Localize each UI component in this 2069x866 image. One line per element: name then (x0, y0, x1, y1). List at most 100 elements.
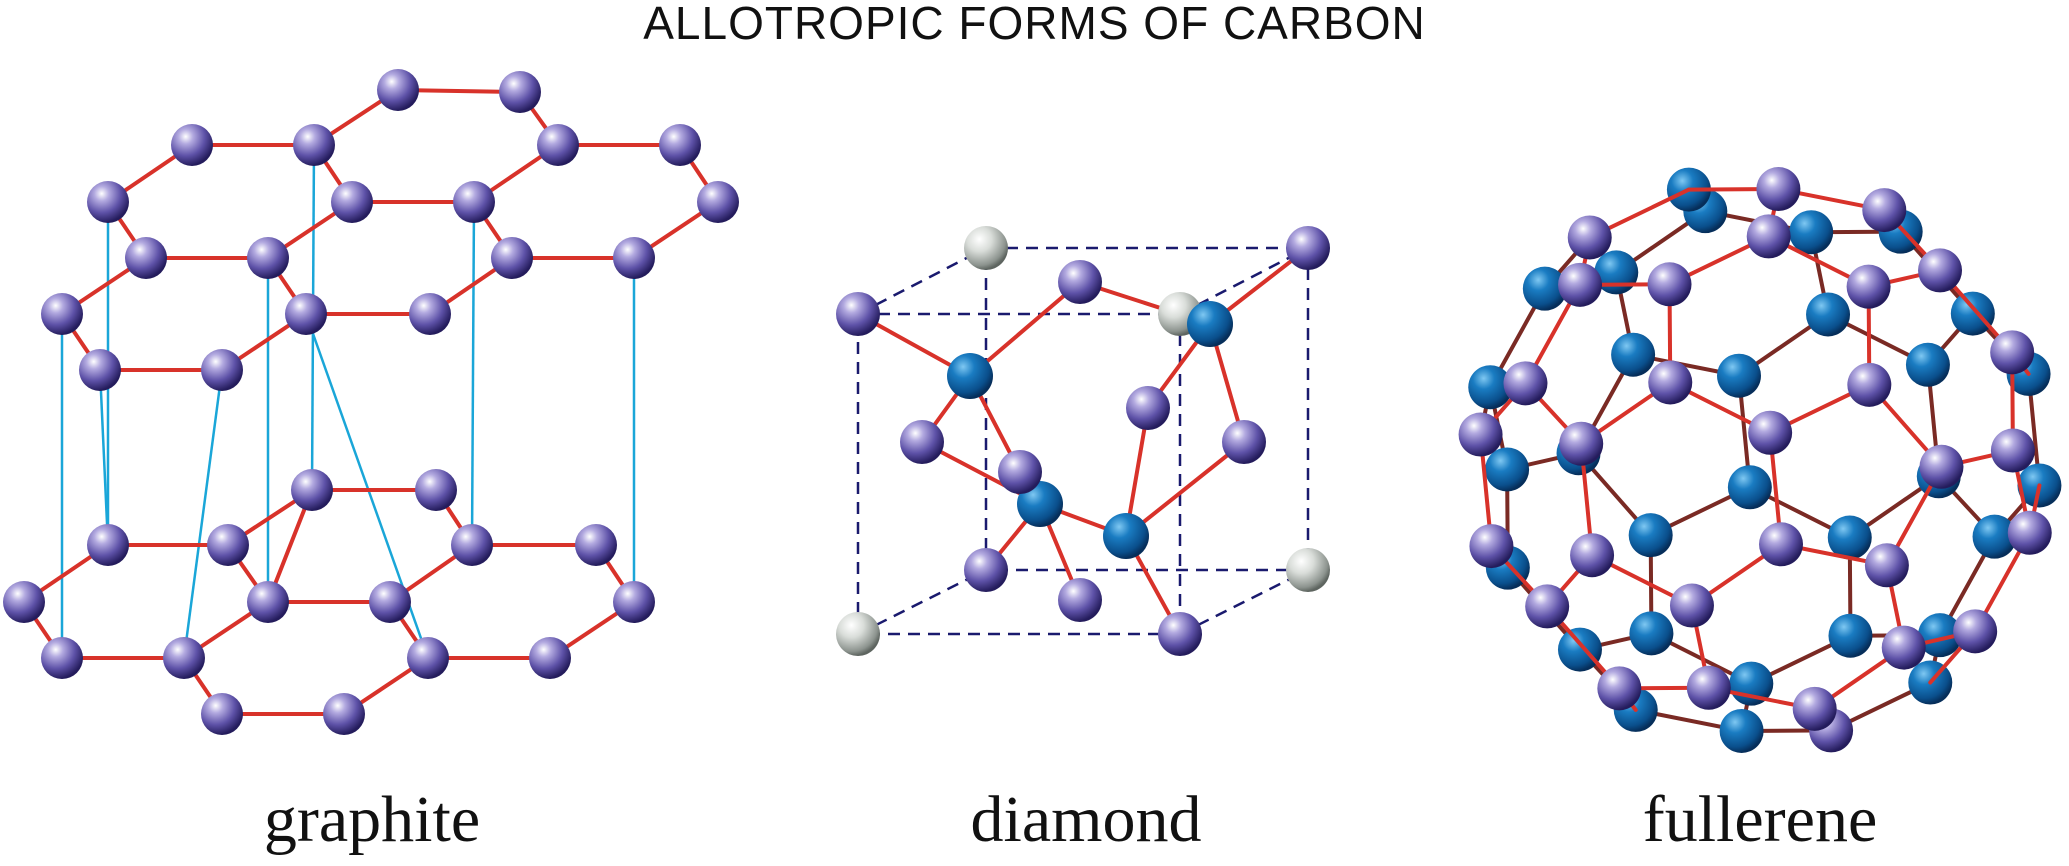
back-carbon-atom (1522, 266, 1567, 311)
carbon-atom (415, 469, 457, 511)
carbon-atom (836, 292, 880, 336)
diagram-title: ALLOTROPIC FORMS OF CARBON (643, 0, 1426, 49)
diamond-structure (836, 226, 1330, 656)
carbon-atom (285, 293, 327, 335)
carbon-atom (1686, 665, 1731, 710)
back-carbon-atom (1468, 365, 1513, 410)
back-carbon-atom (1806, 292, 1851, 337)
carbon-atom (201, 693, 243, 735)
carbon-atom (1558, 262, 1603, 307)
fullerene-caption: fullerene (1642, 783, 1878, 856)
carbon-atom (87, 524, 129, 566)
carbon-atom (451, 524, 493, 566)
carbon-atom (377, 69, 419, 111)
carbon-atom (201, 349, 243, 391)
carbon-atom (453, 181, 495, 223)
back-carbon-atom (1719, 708, 1764, 753)
carbon-atom (293, 124, 335, 166)
back-carbon-atom (1905, 342, 1950, 387)
back-carbon-atom (1557, 627, 1602, 672)
back-carbon-atom (1917, 613, 1962, 658)
carbon-atom (1990, 330, 2035, 375)
carbon-atom (1559, 421, 1604, 466)
carbon-atom (1597, 666, 1642, 711)
carbon-atom (1748, 410, 1793, 455)
interior-atom (1017, 481, 1063, 527)
carbon-atom (1792, 686, 1837, 731)
carbon-atom (247, 237, 289, 279)
graphite-caption: graphite (263, 783, 481, 856)
back-carbon-atom (1950, 291, 1995, 336)
carbon-atom (1222, 420, 1266, 464)
carbon-atom (499, 71, 541, 113)
carbon-atom (998, 450, 1042, 494)
unit-cell-edge (1179, 568, 1309, 636)
carbon-atom (1881, 625, 1926, 670)
back-carbon-atom (1727, 465, 1772, 510)
carbon-atom (3, 581, 45, 623)
carbon-atom (1669, 583, 1714, 628)
carbon-atom (247, 581, 289, 623)
carbon-atom (331, 181, 373, 223)
back-carbon-atom (1716, 353, 1761, 398)
back-carbon-atom (1828, 613, 1873, 658)
back-carbon-atom (1611, 332, 1656, 377)
interlayer-link (182, 369, 224, 659)
back-carbon-atom (1629, 611, 1674, 656)
unit-cell-edge (857, 246, 987, 316)
carbon-atom (1759, 522, 1804, 567)
carbon-atom (1647, 262, 1692, 307)
carbon-atom (1503, 361, 1548, 406)
carbon-atom (41, 293, 83, 335)
carbon-atom (1864, 543, 1909, 588)
carbon-atom (409, 293, 451, 335)
interior-atom (1103, 513, 1149, 559)
carbon-atom (659, 124, 701, 166)
carbon-atom (1469, 524, 1514, 569)
carbon-atom (697, 181, 739, 223)
carbon-atom (613, 237, 655, 279)
carbon-atom (900, 420, 944, 464)
carbon-atom (1058, 578, 1102, 622)
carbon-atom (1918, 248, 1963, 293)
carbon-atom (1990, 428, 2035, 473)
carbon-atom (1846, 264, 1891, 309)
carbon-atom (1953, 609, 1998, 654)
carbon-atom (41, 637, 83, 679)
carbon-atom (1919, 444, 1964, 489)
carbon-atom (407, 637, 449, 679)
carbon-atom (1847, 362, 1892, 407)
back-carbon-atom (1972, 514, 2017, 559)
interlayer-link (98, 369, 110, 546)
carbon-atom (1862, 188, 1907, 233)
back-carbon-atom (1789, 210, 1834, 255)
carbon-atom (207, 524, 249, 566)
carbon-atom (1126, 386, 1170, 430)
carbon-atom (291, 469, 333, 511)
carbon-atom (79, 349, 121, 391)
corner-atom (964, 226, 1008, 270)
carbon-atom (171, 124, 213, 166)
interior-atom (1187, 301, 1233, 347)
carbon-atom (1158, 612, 1202, 656)
carbon-atom (1570, 533, 1615, 578)
carbon-atom (1458, 412, 1503, 457)
interlayer-link (470, 201, 476, 546)
carbon-atom (87, 181, 129, 223)
carbon-atom (964, 548, 1008, 592)
carbon-atom (491, 237, 533, 279)
diamond-bond (968, 280, 1082, 378)
carbon-atom (1525, 584, 1570, 629)
carbon-atom (575, 524, 617, 566)
carbon-atom (163, 637, 205, 679)
unit-cell-edge (857, 568, 987, 636)
corner-atom (836, 612, 880, 656)
carbon-atom (1746, 214, 1791, 259)
corner-atom (1286, 548, 1330, 592)
carbon-atom (1756, 167, 1801, 212)
carbon-atom (613, 581, 655, 623)
graphite-structure (3, 69, 739, 735)
carbon-atom (529, 637, 571, 679)
back-carbon-atom (1485, 447, 1530, 492)
